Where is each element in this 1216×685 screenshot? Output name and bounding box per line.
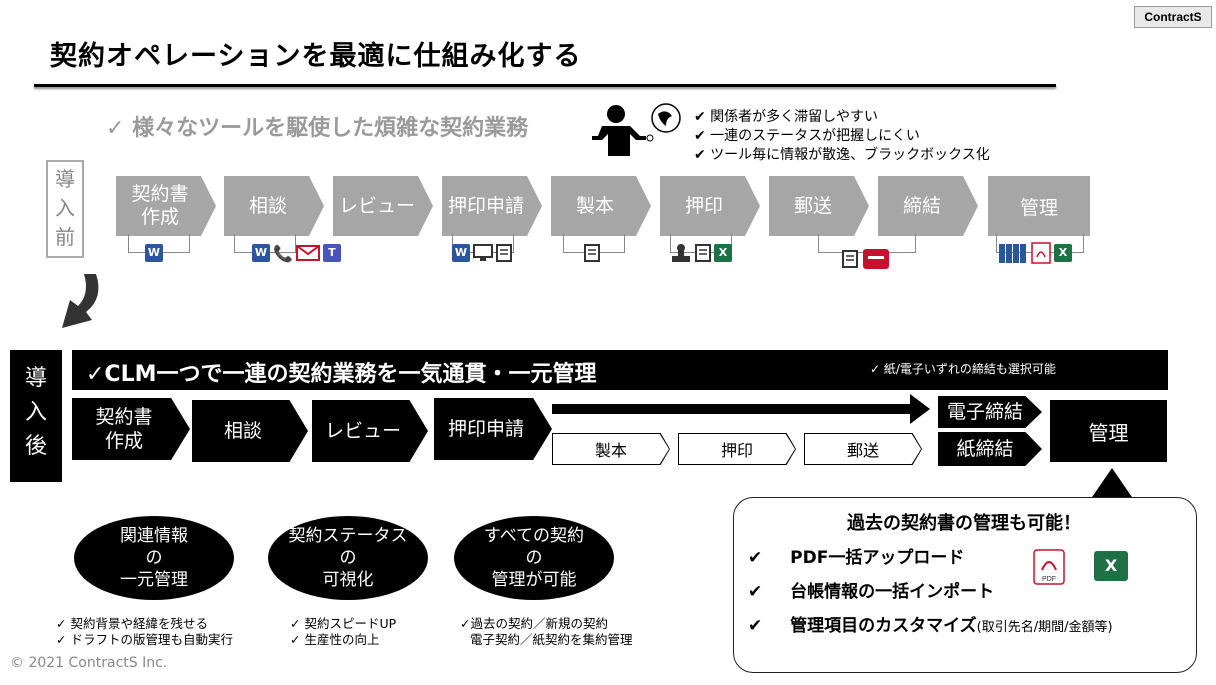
feature-circle-all: すべての契約 の 管理が可能 bbox=[454, 516, 614, 600]
monitor-icon bbox=[473, 244, 493, 261]
callout-item-customize: ✔ 管理項目のカスタマイズ(取引先名/期間/金額等) bbox=[748, 616, 1113, 636]
past-contracts-callout bbox=[733, 497, 1197, 673]
before-step-seal: 押印 bbox=[660, 176, 760, 236]
tools-seal-request: W bbox=[452, 240, 512, 266]
after-step-manage: 管理 bbox=[1050, 400, 1167, 462]
mail-icon bbox=[295, 245, 320, 261]
after-step-review: レビュー bbox=[312, 400, 428, 462]
copyright: © 2021 ContractS Inc. bbox=[10, 655, 168, 671]
document-icon bbox=[842, 250, 858, 268]
tools-consult: W 📞 T bbox=[252, 240, 341, 266]
excel-icon: X bbox=[714, 244, 732, 262]
word-icon: W bbox=[145, 244, 163, 262]
brand-logo: ContractS bbox=[1134, 6, 1212, 28]
callout-item-pdf: ✔ PDF一括アップロード bbox=[748, 548, 965, 568]
after-paper-step-binding: 製本 bbox=[552, 433, 670, 465]
callout-pointer bbox=[1090, 468, 1134, 500]
pdf-icon bbox=[1031, 242, 1051, 264]
before-step-mail: 郵送 bbox=[769, 176, 869, 236]
clm-banner bbox=[72, 350, 1168, 390]
before-heading: ✓ 様々なツールを駆使した煩雑な契約業務 bbox=[106, 116, 529, 141]
before-issues: ✔ 関係者が多く滞留しやすい ✔ 一連のステータスが把握しにくい ✔ ツール毎に… bbox=[694, 108, 990, 165]
before-step-seal-request: 押印申請 bbox=[442, 176, 542, 236]
pdf-icon: PDF bbox=[1033, 549, 1065, 585]
callout-title: 過去の契約書の管理も可能！ bbox=[847, 513, 1081, 534]
feature-notes-all: ✓過去の契約／新規の契約 電子契約／紙契約を集約管理 bbox=[460, 616, 633, 647]
tools-seal: X bbox=[670, 240, 732, 266]
tools-manage: X bbox=[998, 240, 1072, 266]
svg-text:PDF: PDF bbox=[1042, 576, 1056, 583]
word-icon: W bbox=[452, 244, 470, 262]
after-paper-step-seal: 押印 bbox=[678, 433, 796, 465]
after-paper-step-mail: 郵送 bbox=[804, 433, 922, 465]
issue-item: ✔ 関係者が多く滞留しやすい bbox=[694, 109, 879, 125]
curved-down-arrow-icon bbox=[62, 274, 99, 328]
excel-icon: X bbox=[1054, 244, 1072, 262]
document-icon bbox=[584, 244, 600, 262]
callout-item-import: ✔ 台帳情報の一括インポート bbox=[748, 582, 995, 602]
title-underline bbox=[34, 84, 1056, 87]
before-step-review: レビュー bbox=[333, 176, 433, 236]
issue-item: ✔ 一連のステータスが把握しにくい bbox=[694, 128, 920, 144]
after-step-seal-request: 押印申請 bbox=[434, 398, 552, 460]
postbox-icon bbox=[863, 249, 889, 269]
excel-icon: X bbox=[1094, 551, 1128, 581]
before-label: 導 入 前 bbox=[46, 160, 84, 258]
before-step-create: 契約書 作成 bbox=[116, 176, 216, 236]
before-step-binding: 製本 bbox=[551, 176, 651, 236]
stamp-icon bbox=[672, 244, 690, 262]
feature-circle-info: 関連情報 の 一元管理 bbox=[74, 516, 234, 600]
feature-circle-status: 契約ステータス の 可視化 bbox=[268, 516, 428, 600]
tools-create: W bbox=[145, 240, 163, 266]
phone-icon: 📞 bbox=[273, 243, 293, 263]
tools-mail bbox=[842, 246, 891, 272]
confused-person-icon bbox=[592, 103, 681, 156]
after-step-create: 契約書 作成 bbox=[72, 398, 190, 460]
after-label: 導 入 後 bbox=[10, 350, 62, 482]
document-icon bbox=[496, 244, 512, 262]
issue-item: ✔ ツール毎に情報が散逸、ブラックボックス化 bbox=[694, 147, 990, 163]
clm-banner-note: ✓ 紙/電子いずれの締結も選択可能 bbox=[870, 362, 1056, 376]
after-step-paper-sign: 紙締結 bbox=[938, 432, 1042, 466]
before-step-conclude: 締結 bbox=[878, 176, 978, 236]
after-step-electronic-sign: 電子締結 bbox=[938, 396, 1042, 428]
after-step-consult: 相談 bbox=[192, 400, 308, 462]
clm-banner-text: ✓CLM一つで一連の契約業務を一気通貫・一元管理 bbox=[86, 362, 597, 387]
document-icon bbox=[695, 244, 711, 262]
page-title: 契約オペレーションを最適に仕組み化する bbox=[50, 41, 582, 72]
teams-icon: T bbox=[322, 244, 341, 262]
before-step-manage: 管理 bbox=[988, 176, 1090, 236]
electronic-flow-arrow bbox=[552, 394, 930, 424]
binder-icon bbox=[999, 244, 1026, 263]
tools-binding bbox=[584, 240, 600, 266]
feature-notes-status: ✓ 契約スピードUP ✓ 生産性の向上 bbox=[290, 616, 397, 647]
feature-notes-info: ✓ 契約背景や経緯を残せる ✓ ドラフトの版管理も自動実行 bbox=[56, 616, 233, 647]
before-step-consult: 相談 bbox=[224, 176, 324, 236]
word-icon: W bbox=[252, 244, 270, 262]
